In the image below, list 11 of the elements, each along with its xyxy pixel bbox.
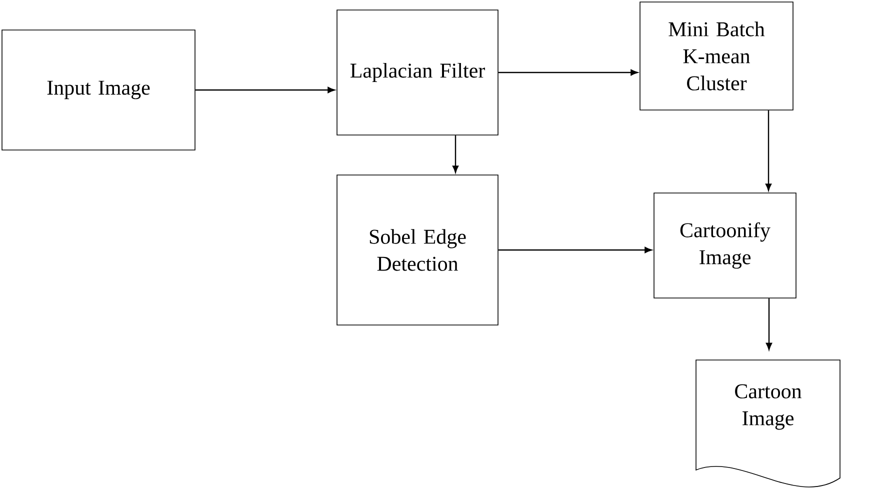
arrow (452, 135, 459, 173)
process-box: Laplacian Filter (336, 10, 498, 136)
arrow (765, 110, 772, 191)
process-box: Cartoonify Image (654, 192, 796, 298)
process-box: Sobel Edge Detection (336, 174, 498, 326)
arrow (498, 246, 652, 254)
arrow (498, 69, 638, 76)
arrow (766, 298, 772, 350)
arrow (195, 86, 335, 94)
process-box: Input Image (2, 30, 196, 150)
process-box: Mini Batch K-mean Cluster (640, 2, 794, 110)
